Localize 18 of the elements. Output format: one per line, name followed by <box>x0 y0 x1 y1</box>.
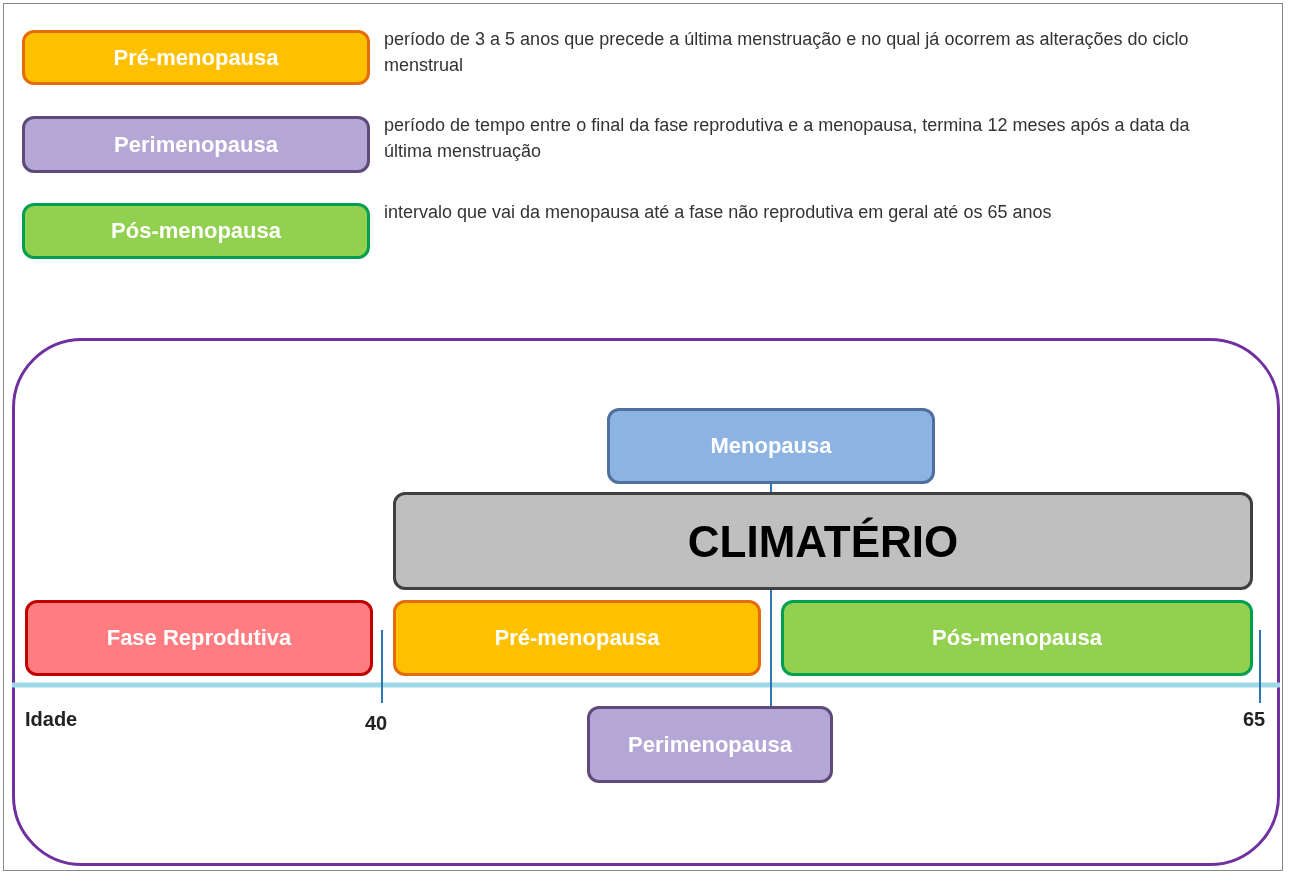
frame-box <box>12 338 1280 866</box>
period-box: CLIMATÉRIO <box>393 492 1253 590</box>
phase-box: Pré-menopausa <box>393 600 761 676</box>
phase-box: Pós-menopausa <box>781 600 1253 676</box>
phase-box: Menopausa <box>607 408 935 484</box>
phase-box: Pós-menopausa <box>22 203 370 259</box>
definition-text: período de 3 a 5 anos que precede a última menstruação e no qual já ocorrem as alterações do ciclo menstrual <box>384 28 1190 77</box>
phase-box: Perimenopausa <box>22 116 370 173</box>
axis-label: 65 <box>1243 707 1266 732</box>
connector-line <box>770 483 772 493</box>
phase-box: Pré-menopausa <box>22 30 370 85</box>
definition-text: intervalo que vai da menopausa até a fase não reprodutiva em geral até os 65 anos <box>384 201 1053 224</box>
phase-box: Fase Reprodutiva <box>25 600 373 676</box>
connector-line <box>770 589 772 707</box>
definition-text: período de tempo entre o final da fase reprodutiva e a menopausa, termina 12 meses após a data da última menstruação <box>384 114 1191 163</box>
axis-label: Idade <box>25 707 78 732</box>
axis-label: 40 <box>365 711 388 736</box>
phase-box: Perimenopausa <box>587 706 833 783</box>
